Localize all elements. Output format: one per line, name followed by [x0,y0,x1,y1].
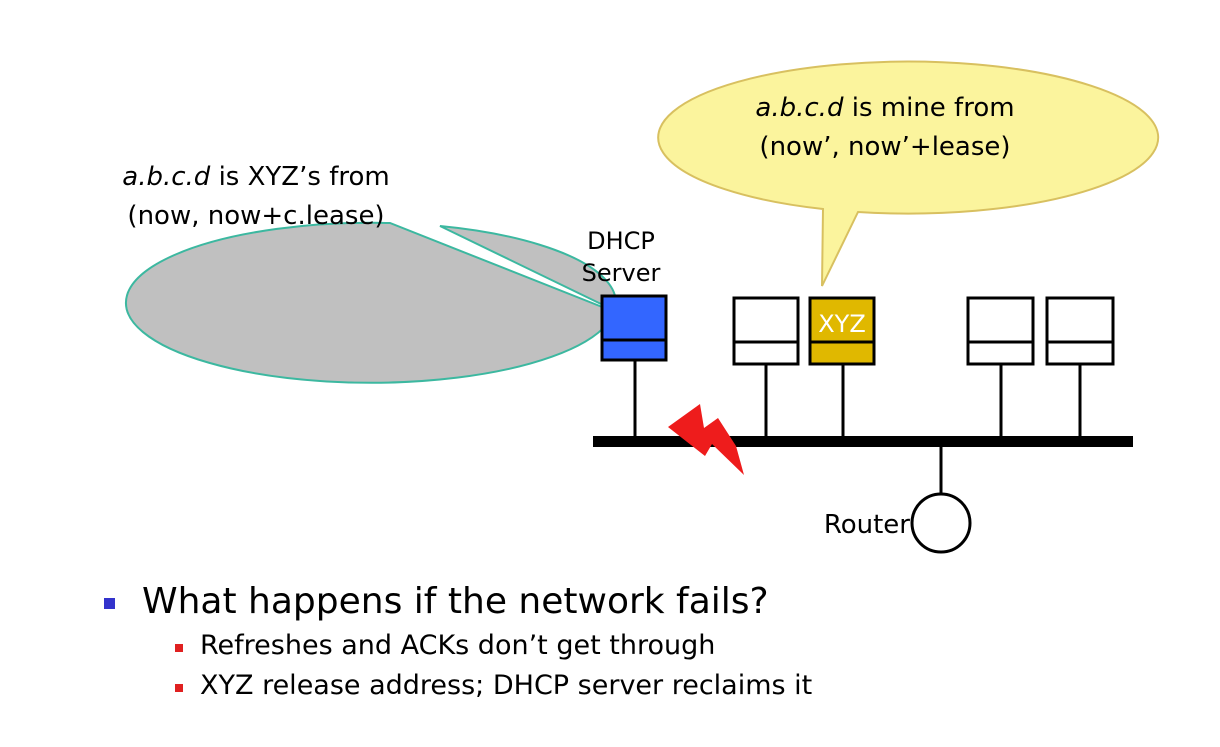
server-bubble-line2: (now, now+c.lease) [127,201,384,231]
host-4-box [1045,296,1115,366]
host-3-box [966,296,1035,366]
server-bubble-italic: a.b.c.d [122,162,211,192]
sub-bullet-2-text: XYZ release address; DHCP server reclaim… [200,670,813,701]
server-bubble-rest: is XYZ’s from [210,162,389,192]
router-label: Router [824,510,910,540]
dhcp-server-host [600,294,668,362]
sub-bullet-marker-icon [175,684,183,692]
drop-lines [633,360,1082,494]
sub-bullet-1: Refreshes and ACKs don’t get through [98,626,1198,666]
xyz-host: XYZ [808,296,876,366]
server-box [600,294,668,362]
sub-bullet-2: XYZ release address; DHCP server reclaim… [98,666,1198,706]
sub-bullet-marker-icon [175,644,183,652]
server-bubble-line1: a.b.c.d is XYZ’s from [122,162,389,192]
main-bullet-text: What happens if the network fails? [142,581,769,622]
server-speech-bubble: a.b.c.d is XYZ’s from (now, now+c.lease) [122,162,631,384]
network-bus [593,436,1133,447]
xyz-box [808,296,876,366]
router-circle-icon [910,492,972,554]
client-bubble-line1: a.b.c.d is mine from [755,93,1014,123]
router: Router [824,492,972,554]
client-bubble-rest: is mine from [843,93,1014,123]
client-bubble-italic: a.b.c.d [755,93,844,123]
sub-bullet-1-text: Refreshes and ACKs don’t get through [200,630,716,661]
server-label-line1: DHCP [587,227,655,255]
server-bubble-shape [124,221,631,384]
main-bullet: What happens if the network fails? [98,578,1198,626]
host-4 [1045,296,1115,366]
server-label-line2: Server [582,259,661,287]
client-bubble-line2: (now’, now’+lease) [759,132,1010,162]
host-1-box [732,296,800,366]
network-failure-lightning-icon [668,404,744,475]
host-3 [966,296,1035,366]
host-1 [732,296,800,366]
bullet-list: What happens if the network fails? Refre… [98,578,1198,706]
xyz-label: XYZ [818,310,866,338]
main-bullet-marker-icon [104,598,115,609]
client-bubble-shape [657,60,1160,287]
client-speech-bubble: a.b.c.d is mine from (now’, now’+lease) [657,60,1160,287]
